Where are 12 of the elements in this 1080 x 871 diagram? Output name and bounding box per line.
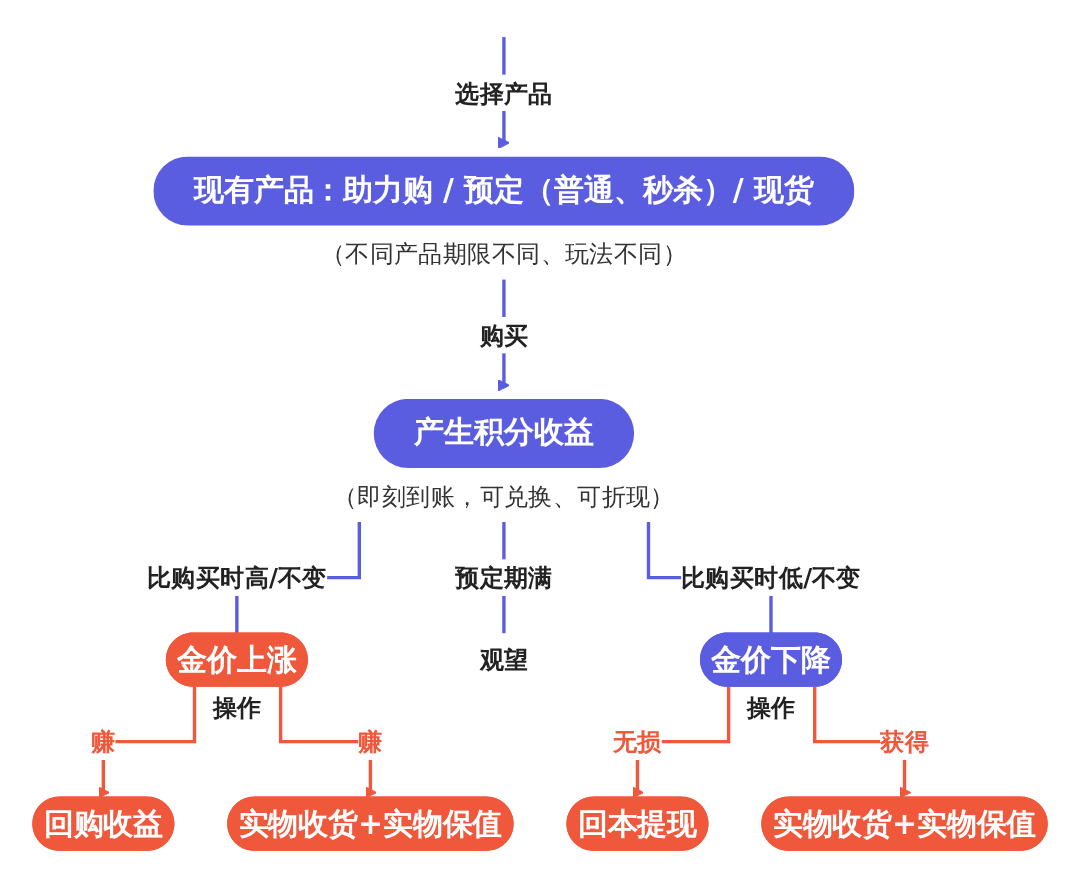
- node-label: （即刻到账，可兑换、可折现）: [333, 481, 675, 510]
- node-label: （不同产品期限不同、玩法不同）: [320, 238, 687, 268]
- edge-label: 赚: [91, 727, 116, 756]
- edge-label: 预定期满: [455, 563, 553, 592]
- edge-label: 比购买时高/不变: [146, 563, 327, 592]
- edge-label: 购买: [479, 320, 529, 350]
- edge-label: 无损: [613, 727, 662, 756]
- node-text: 观望: [479, 645, 529, 674]
- edge-label: 比购买时低/不变: [681, 563, 861, 592]
- edge-label: 获得: [880, 727, 929, 756]
- edge-label: 选择产品: [455, 78, 553, 107]
- edge-label: 赚: [358, 727, 383, 756]
